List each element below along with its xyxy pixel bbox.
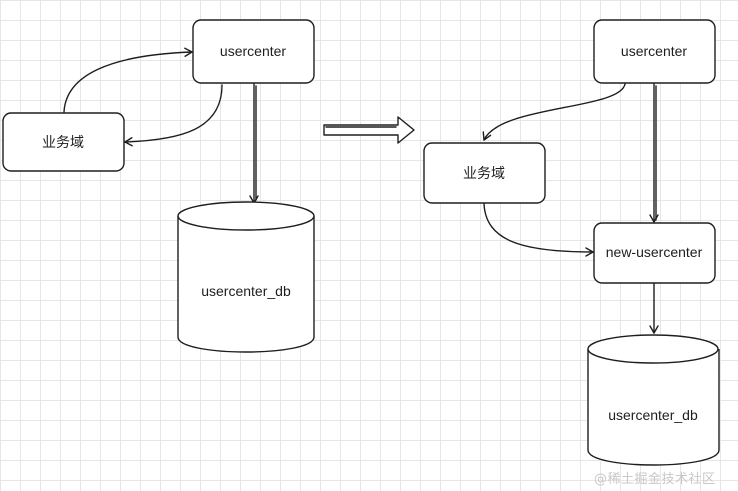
arrow-usercenter-to-business [482, 83, 626, 141]
watermark: @稀土掘金技术社区 [594, 472, 716, 487]
usercenter-box: usercenter [593, 19, 716, 84]
business-domain-box: 业务域 [2, 112, 125, 172]
database-label: usercenter_db [608, 407, 698, 423]
usercenter-label: usercenter [220, 43, 286, 59]
business-domain-label: 业务域 [42, 134, 84, 150]
new-usercenter-box: new-usercenter [593, 222, 716, 284]
before-diagram: usercenter 业务域 usercenter_db [2, 19, 315, 353]
arrow-business-to-new-usercenter [483, 203, 594, 257]
arrow-business-to-usercenter [63, 47, 193, 113]
arrow-usercenter-to-business [124, 84, 223, 147]
database-cylinder: usercenter_db [177, 201, 315, 353]
after-diagram: usercenter 业务域 new-usercenter usercenter… [423, 19, 720, 466]
business-domain-label: 业务域 [463, 165, 505, 181]
usercenter-label: usercenter [621, 43, 687, 59]
usercenter-box: usercenter [192, 19, 315, 84]
database-cylinder: usercenter_db [587, 334, 720, 466]
business-domain-box: 业务域 [423, 142, 546, 204]
new-usercenter-label: new-usercenter [606, 244, 703, 260]
database-label: usercenter_db [201, 283, 291, 299]
transition-arrow [323, 116, 415, 144]
